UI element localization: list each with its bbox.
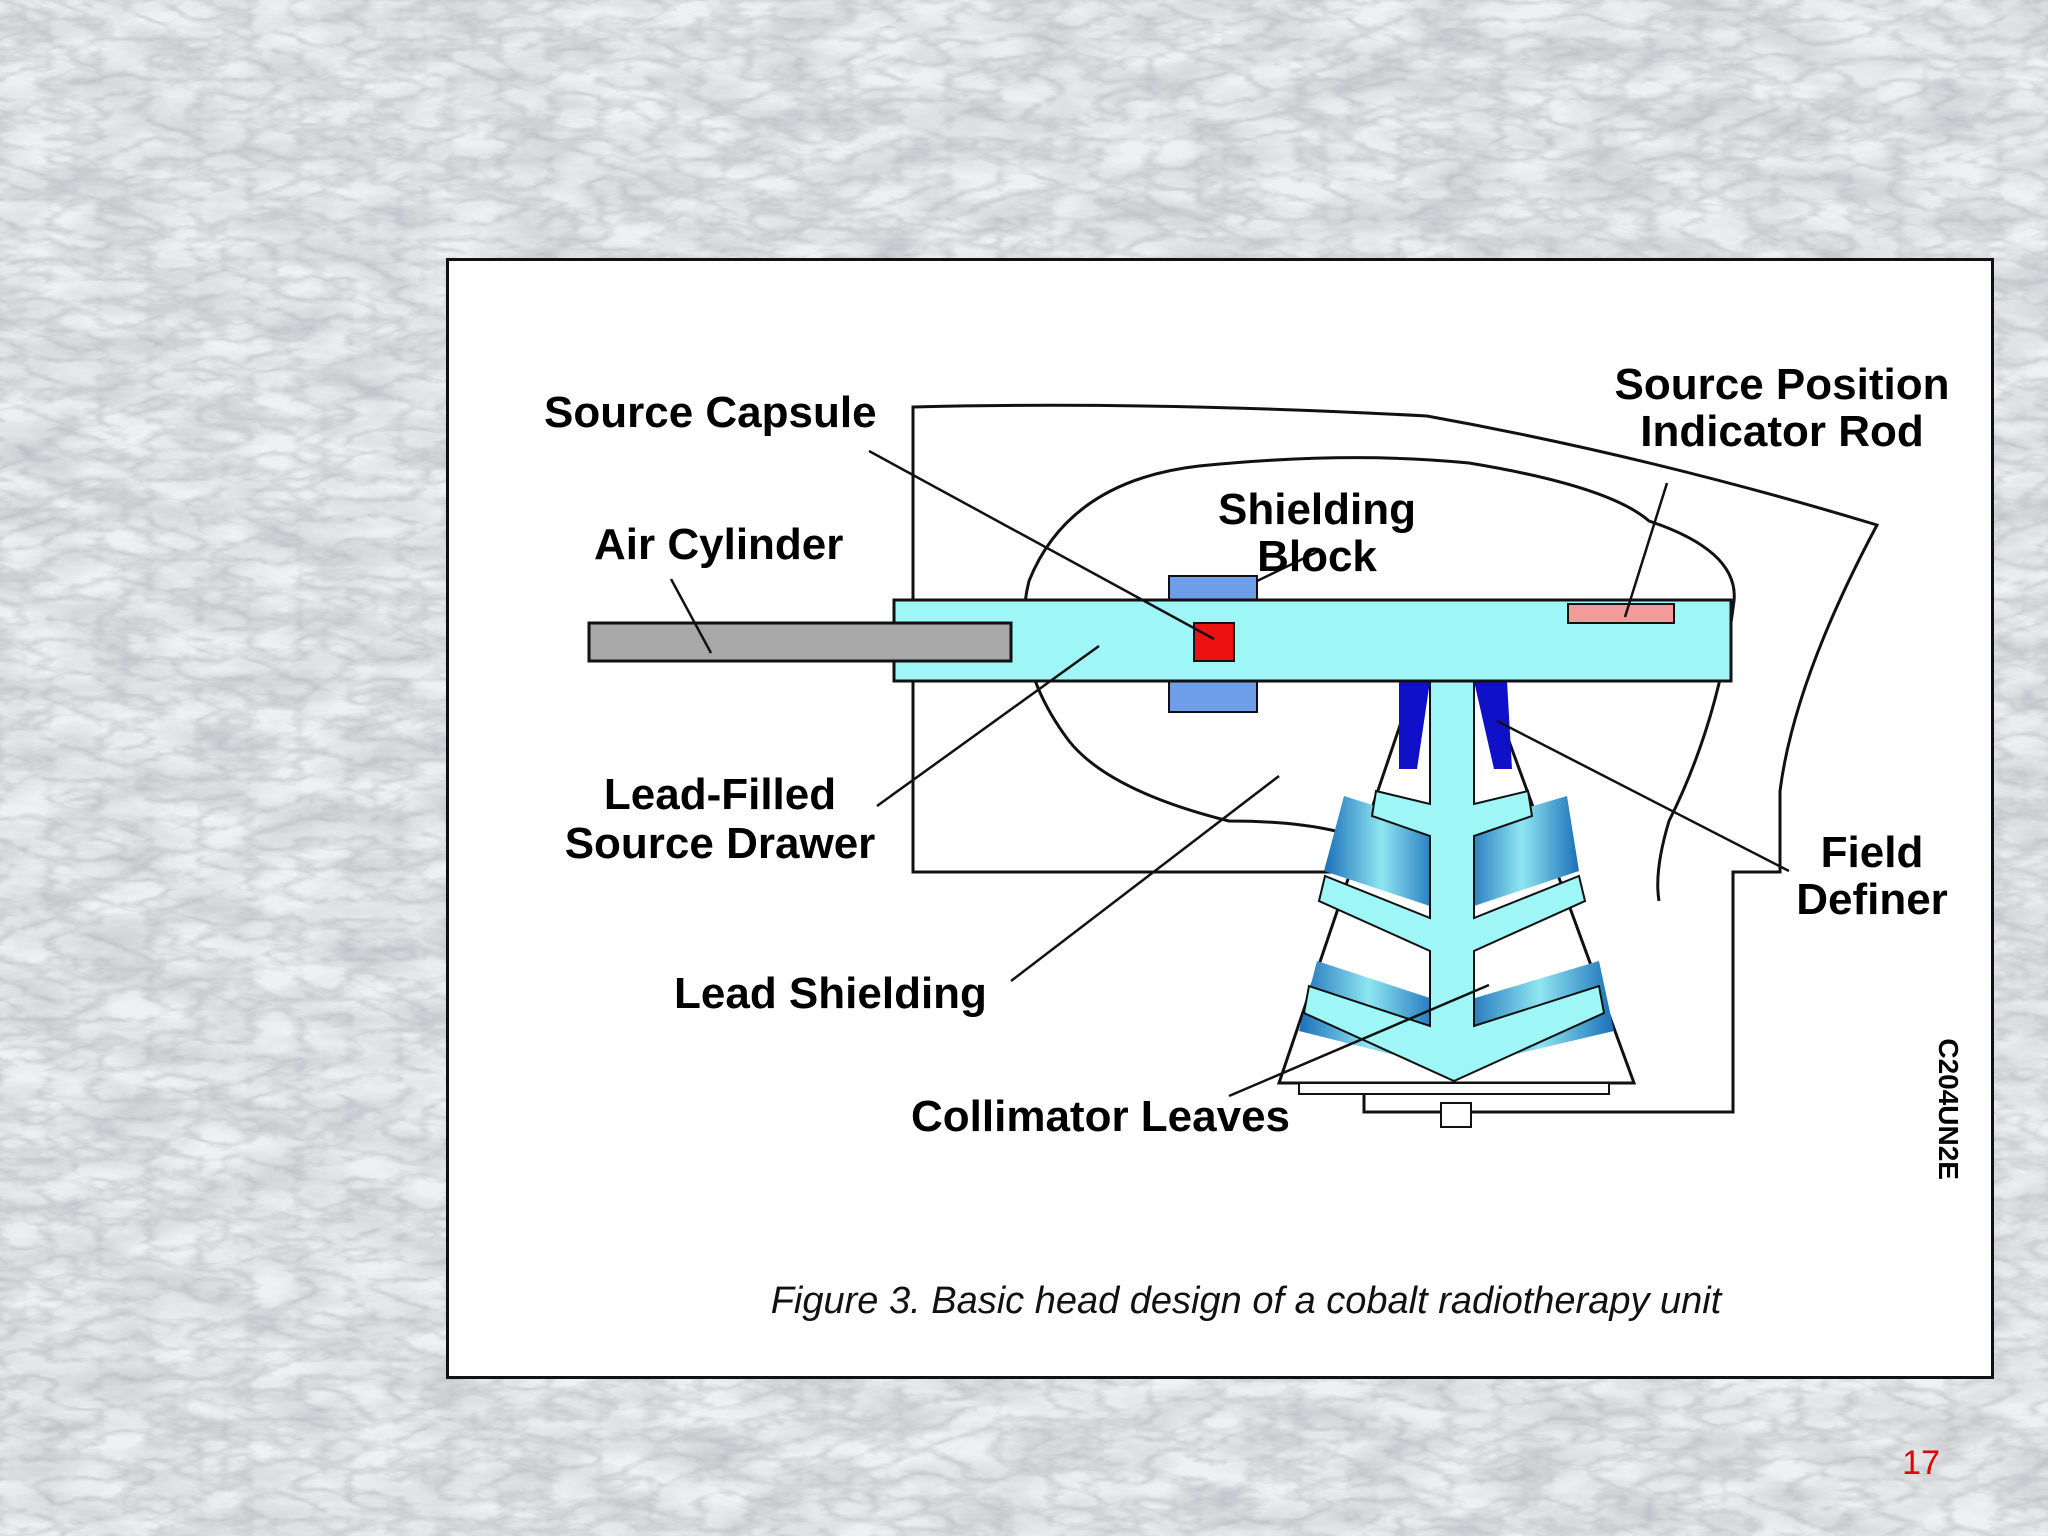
figure-code: C204UN2E: [1933, 1038, 1964, 1180]
label-source-capsule: Source Capsule: [544, 388, 877, 437]
source-capsule: [1193, 622, 1235, 662]
leader-air-cylinder: [669, 578, 713, 654]
field-definer-right: [1474, 681, 1512, 769]
figure-panel: Source Capsule Air Cylinder Shielding Bl…: [446, 258, 1994, 1379]
page-number: 17: [1902, 1444, 1940, 1482]
label-lead-shielding: Lead Shielding: [674, 969, 987, 1018]
label-field-definer-line2: Definer: [1796, 875, 1948, 924]
leader-indicator-rod: [1623, 482, 1669, 618]
bottom-nub: [1440, 1102, 1472, 1128]
indicator-rod: [1567, 603, 1675, 624]
housing-outline: [911, 403, 1880, 1114]
field-definer-left: [1399, 681, 1430, 769]
leader-source-capsule: [868, 449, 1215, 641]
label-air-cylinder: Air Cylinder: [594, 520, 843, 569]
label-lead-filled-line2: Source Drawer: [565, 819, 876, 868]
bottom-plate: [1298, 1082, 1610, 1095]
label-shielding-block-line1: Shielding: [1218, 485, 1416, 534]
label-lead-filled-line1: Lead-Filled: [604, 770, 836, 819]
figure-caption: Figure 3. Basic head design of a cobalt …: [771, 1280, 1723, 1322]
air-cylinder-rod: [587, 621, 1013, 663]
label-shielding-block-line2: Block: [1257, 532, 1377, 581]
leader-lines: [669, 449, 1790, 1098]
label-source-position-line1: Source Position: [1615, 360, 1950, 409]
leader-source-drawer: [876, 644, 1100, 808]
leader-lead-shielding: [1010, 775, 1280, 982]
label-collimator-leaves: Collimator Leaves: [911, 1092, 1290, 1141]
beam-channel: [1302, 680, 1606, 1083]
leader-collimator-leaves: [1228, 983, 1490, 1098]
leader-shielding-block: [1256, 549, 1320, 583]
leader-field-definer: [1496, 719, 1790, 873]
label-source-position-line2: Indicator Rod: [1640, 407, 1924, 456]
label-field-definer-line1: Field: [1821, 828, 1924, 877]
cobalt-head-diagram: Source Capsule Air Cylinder Shielding Bl…: [544, 360, 1964, 1322]
